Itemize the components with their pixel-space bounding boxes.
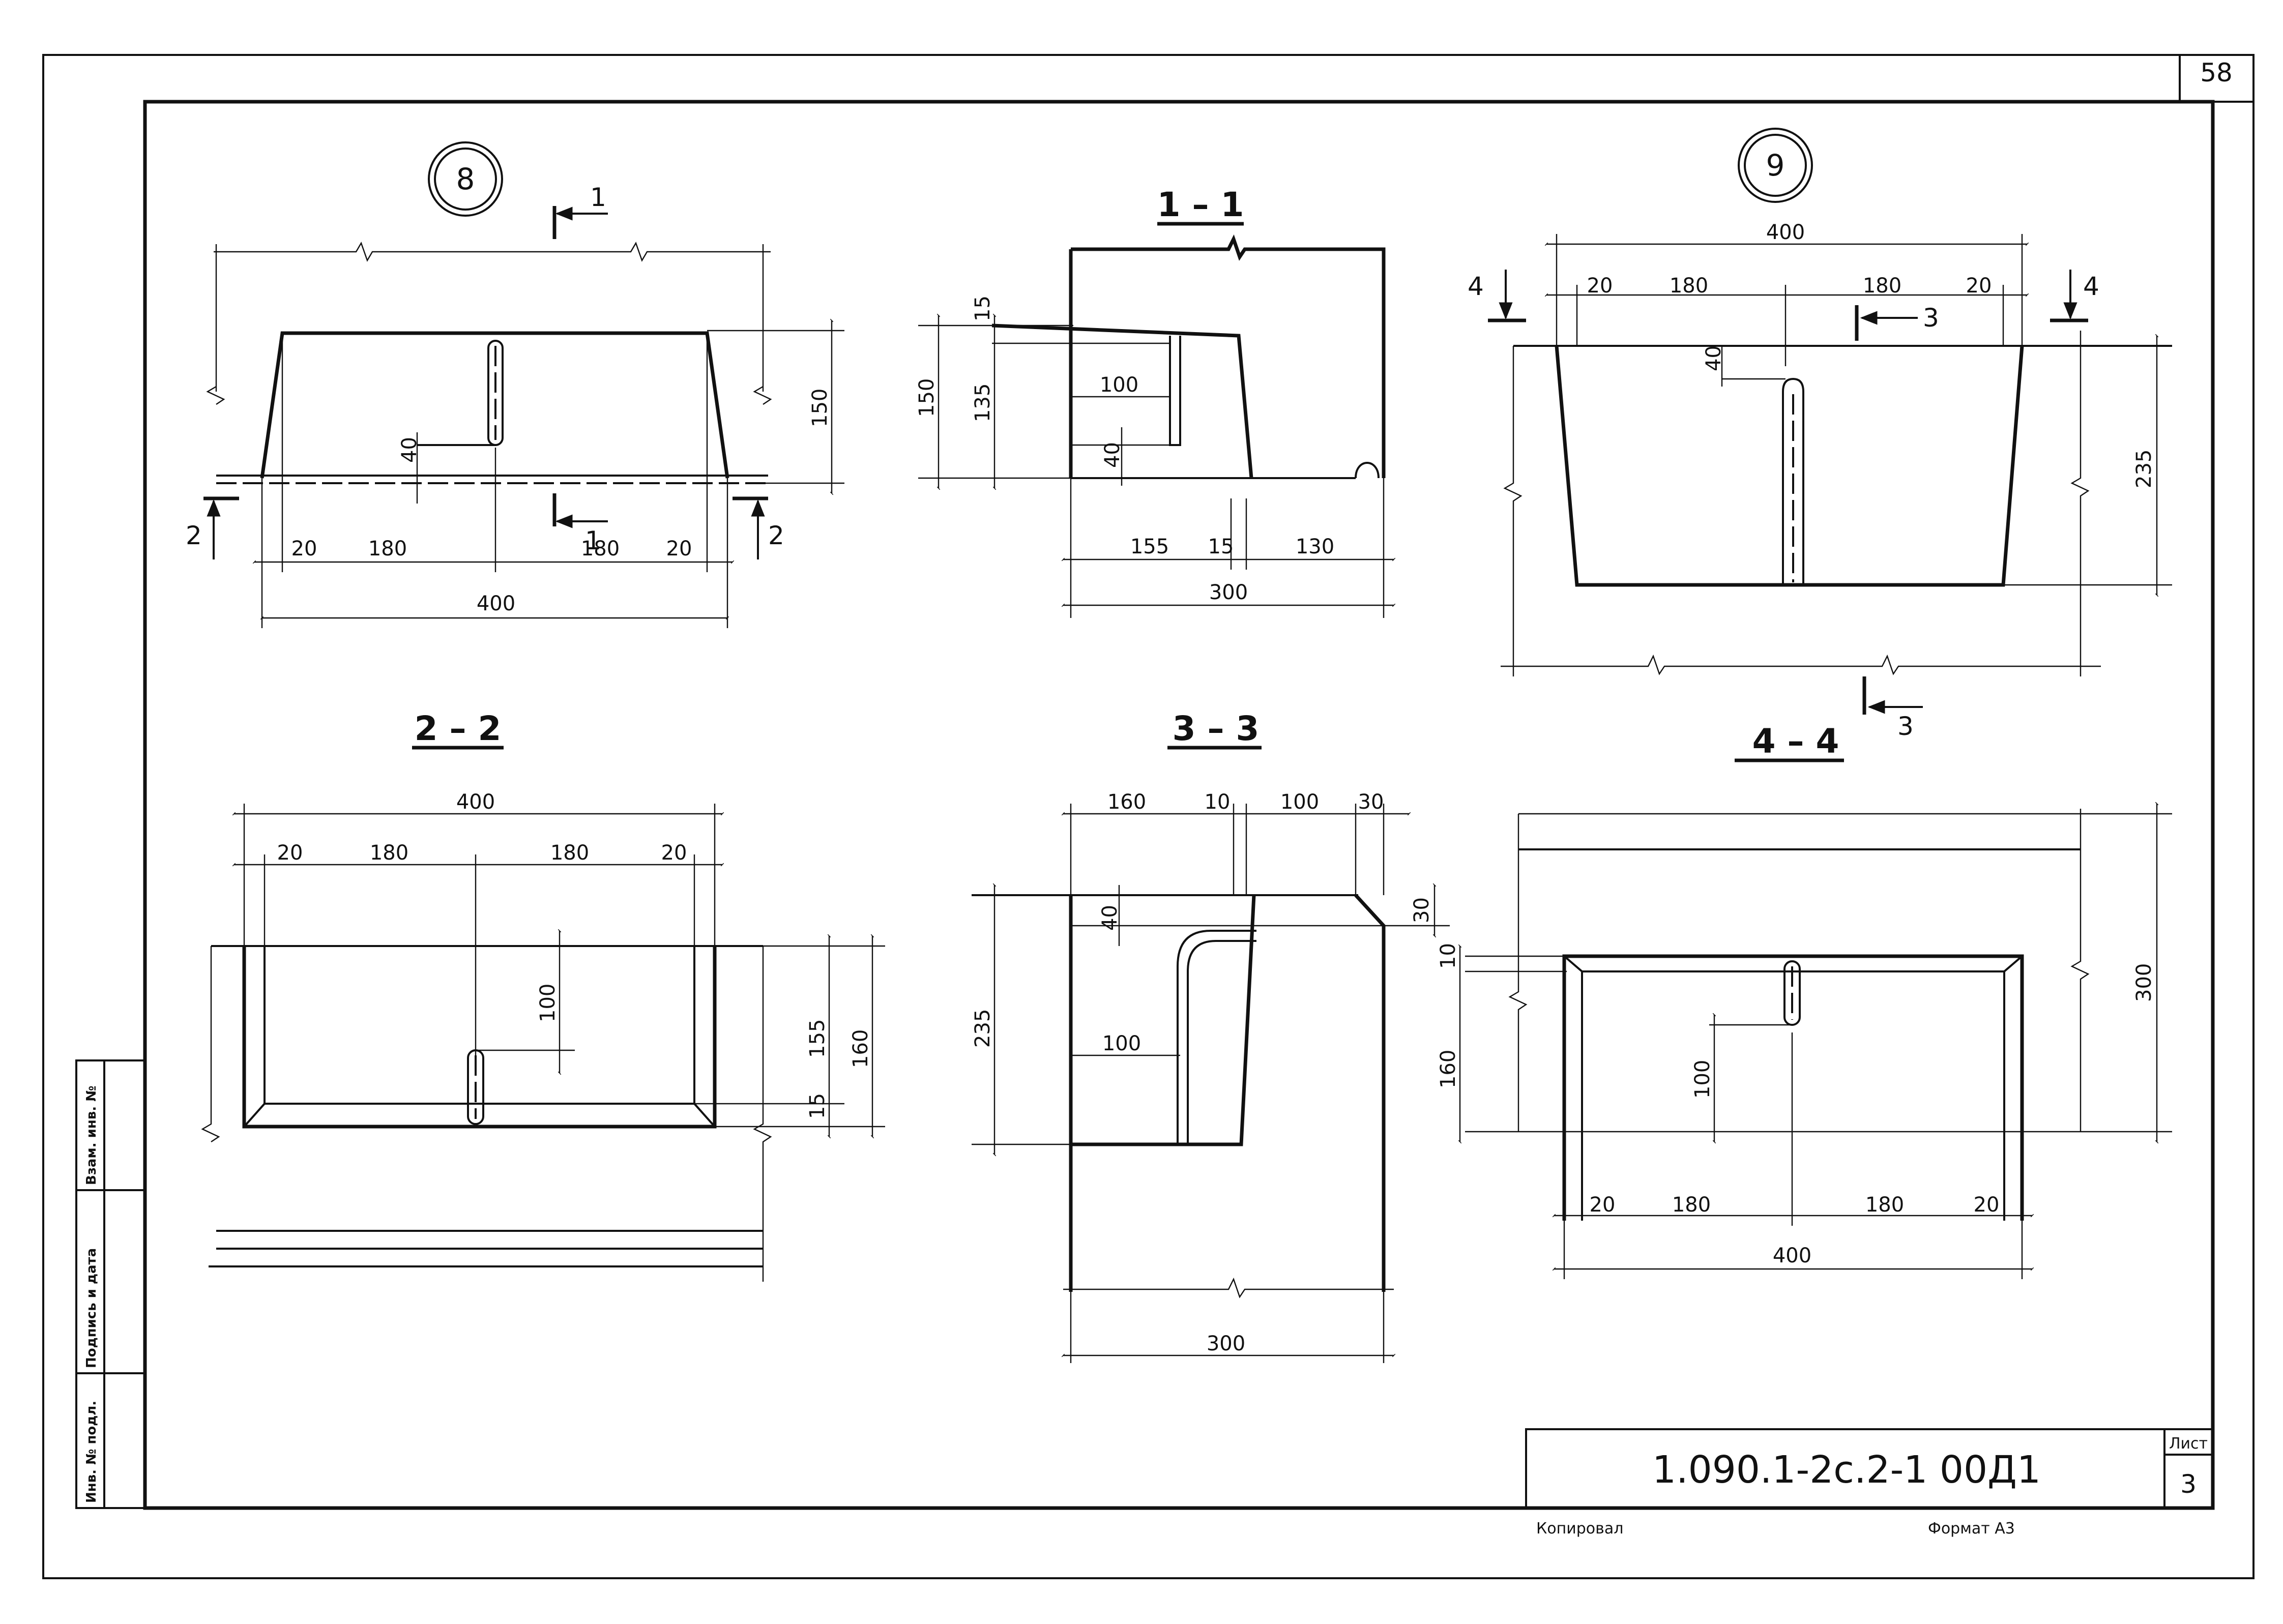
svg-text:135: 135 [971,383,994,422]
svg-text:100: 100 [536,984,560,1022]
svg-text:30: 30 [1410,897,1433,923]
svg-text:3: 3 [1897,712,1914,741]
svg-text:2: 2 [186,521,202,550]
outer-frame [42,54,2255,1579]
view-8: 8 40 150 20 180 180 20 400 [186,141,844,628]
svg-text:180: 180 [368,537,407,560]
svg-text:100: 100 [1100,373,1138,397]
svg-text:300: 300 [2132,963,2156,1002]
node-marker-9: 9 [1766,148,1785,183]
svg-text:160: 160 [1107,790,1146,814]
section-3-3: 3 – 3 160 10 100 30 40 100 235 30 [971,709,1450,1363]
svg-text:400: 400 [456,790,495,814]
svg-text:20: 20 [1590,1193,1616,1217]
svg-text:235: 235 [2132,450,2156,488]
section-title-3-3: 3 – 3 [1173,709,1260,748]
svg-text:15: 15 [1208,535,1234,558]
view-9: 9 400 20 180 180 20 40 235 4 [1468,128,2172,741]
svg-text:160: 160 [849,1029,872,1068]
svg-text:180: 180 [1863,274,1901,298]
svg-text:235: 235 [971,1009,994,1048]
svg-text:40: 40 [398,437,421,463]
svg-text:20: 20 [277,841,303,865]
title-block: 1.090.1-2с.2-1 00Д1 Лист 3 Копировал Фор… [1525,1428,2214,1538]
svg-text:180: 180 [1670,274,1708,298]
svg-text:150: 150 [808,389,832,427]
sheet-label: Лист [2169,1435,2208,1453]
section-1-1: 1 – 1 100 40 150 15 135 155 15 130 300 [915,185,1396,618]
svg-text:100: 100 [1691,1060,1714,1099]
svg-text:3: 3 [1923,303,1939,333]
svg-text:160: 160 [1437,1050,1460,1088]
svg-text:1: 1 [590,183,606,212]
section-title-1-1: 1 – 1 [1157,185,1244,224]
svg-text:300: 300 [1207,1332,1245,1355]
svg-text:180: 180 [370,841,408,865]
svg-text:20: 20 [291,537,317,560]
svg-text:1: 1 [585,526,601,555]
svg-text:10: 10 [1437,943,1460,969]
svg-text:40: 40 [1098,905,1122,931]
sheet-number-corner: 58 [2200,58,2233,87]
svg-text:20: 20 [1966,274,1992,298]
svg-text:20: 20 [1974,1193,2000,1217]
side-stamp-sign-date: Подпись и дата [84,1248,99,1368]
side-stamp-inv-orig: Инв. № подл. [84,1401,99,1503]
section-title-2-2: 2 – 2 [415,709,502,748]
node-marker-8: 8 [456,162,475,196]
svg-text:180: 180 [581,537,620,560]
svg-text:150: 150 [915,378,939,417]
svg-text:400: 400 [1766,221,1805,244]
svg-text:40: 40 [1101,442,1124,468]
svg-text:400: 400 [477,592,515,615]
svg-text:100: 100 [1280,790,1319,814]
svg-text:40: 40 [1702,345,1725,371]
svg-text:10: 10 [1205,790,1231,814]
section-title-4-4: 4 – 4 [1752,722,1839,761]
sheet-value: 3 [2180,1469,2197,1499]
section-4-4: 4 – 4 100 10 160 300 20 18 [1437,722,2172,1279]
svg-text:100: 100 [1102,1032,1141,1055]
svg-text:155: 155 [1130,535,1169,558]
side-stamp: Инв. № подл. Подпись и дата Взам. инв. № [75,1059,146,1509]
svg-text:15: 15 [806,1093,829,1119]
svg-text:15: 15 [971,296,994,321]
svg-text:155: 155 [806,1019,829,1058]
svg-text:30: 30 [1358,790,1384,814]
format-label: Формат А3 [1928,1520,2015,1538]
svg-text:130: 130 [1296,535,1334,558]
svg-text:2: 2 [768,521,784,550]
svg-text:180: 180 [1865,1193,1904,1217]
svg-text:20: 20 [1587,274,1613,298]
copied-label: Копировал [1536,1520,1623,1538]
drawing-code: 1.090.1-2с.2-1 00Д1 [1652,1448,2041,1492]
svg-text:4: 4 [2083,272,2099,301]
svg-text:20: 20 [661,841,687,865]
svg-text:400: 400 [1773,1244,1811,1267]
svg-text:180: 180 [1672,1193,1711,1217]
svg-text:20: 20 [666,537,692,560]
section-2-2: 2 – 2 400 20 180 180 20 100 155 1 [201,709,885,1282]
side-stamp-swap-inv: Взам. инв. № [84,1086,99,1186]
svg-text:300: 300 [1209,581,1248,604]
svg-text:180: 180 [550,841,589,865]
svg-text:4: 4 [1468,272,1484,301]
